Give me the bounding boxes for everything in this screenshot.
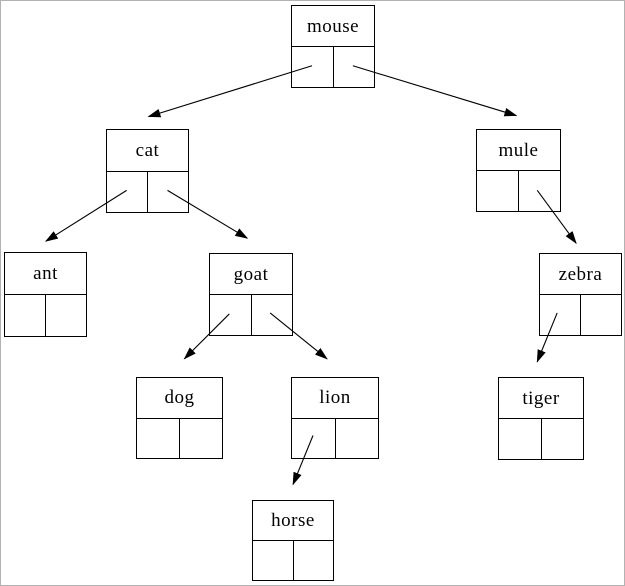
right-pointer-cell xyxy=(148,172,188,213)
tree-node-ant: ant xyxy=(4,252,87,337)
tree-node-label: horse xyxy=(253,501,333,541)
tree-node-pointer-row xyxy=(253,541,333,580)
right-pointer-cell xyxy=(336,419,379,459)
right-pointer-cell xyxy=(180,419,222,459)
tree-node-label: zebra xyxy=(540,254,621,295)
tree-node-label: mule xyxy=(477,130,560,171)
left-pointer-cell xyxy=(107,171,148,212)
tree-node-pointer-row xyxy=(499,419,583,459)
right-pointer-cell xyxy=(519,171,560,211)
tree-node-label: cat xyxy=(107,130,188,172)
tree-node-label: lion xyxy=(292,378,378,419)
edge-mouse-left-to-cat xyxy=(147,65,313,118)
right-pointer-cell xyxy=(294,541,334,580)
left-pointer-cell xyxy=(540,295,581,335)
tree-node-pointer-row xyxy=(292,47,374,87)
left-pointer-cell xyxy=(210,295,252,335)
tree-node-label: tiger xyxy=(499,378,583,419)
tree-node-pointer-row xyxy=(107,171,188,213)
tree-node-goat: goat xyxy=(209,253,293,336)
tree-node-label: goat xyxy=(210,254,292,295)
tree-node-tiger: tiger xyxy=(498,377,584,460)
tree-node-pointer-row xyxy=(5,295,86,336)
tree-node-cat: cat xyxy=(106,129,189,213)
left-pointer-cell xyxy=(253,541,294,580)
tree-node-horse: horse xyxy=(252,500,334,581)
left-pointer-cell xyxy=(5,295,46,336)
left-pointer-cell xyxy=(292,47,334,87)
tree-node-pointer-row xyxy=(210,295,292,335)
tree-node-zebra: zebra xyxy=(539,253,622,336)
right-pointer-cell xyxy=(252,295,293,335)
tree-node-pointer-row xyxy=(292,418,379,459)
right-pointer-cell xyxy=(46,295,86,336)
tree-node-label: ant xyxy=(5,253,86,295)
right-pointer-cell xyxy=(334,47,375,87)
left-pointer-cell xyxy=(499,419,542,459)
right-pointer-cell xyxy=(542,419,584,459)
tree-node-mule: mule xyxy=(476,129,561,212)
tree-node-pointer-row xyxy=(540,295,621,335)
left-pointer-cell xyxy=(477,171,519,211)
tree-node-pointer-row xyxy=(137,418,222,459)
tree-node-label: mouse xyxy=(292,6,374,47)
tree-node-lion: lion xyxy=(291,377,379,459)
tree-node-dog: dog xyxy=(136,377,223,459)
tree-node-label: dog xyxy=(137,378,222,419)
left-pointer-cell xyxy=(137,418,180,458)
left-pointer-cell xyxy=(292,418,336,458)
right-pointer-cell xyxy=(581,295,621,335)
tree-node-mouse: mouse xyxy=(291,5,375,88)
tree-node-pointer-row xyxy=(477,171,560,211)
edge-mouse-right-to-mule xyxy=(352,65,518,117)
